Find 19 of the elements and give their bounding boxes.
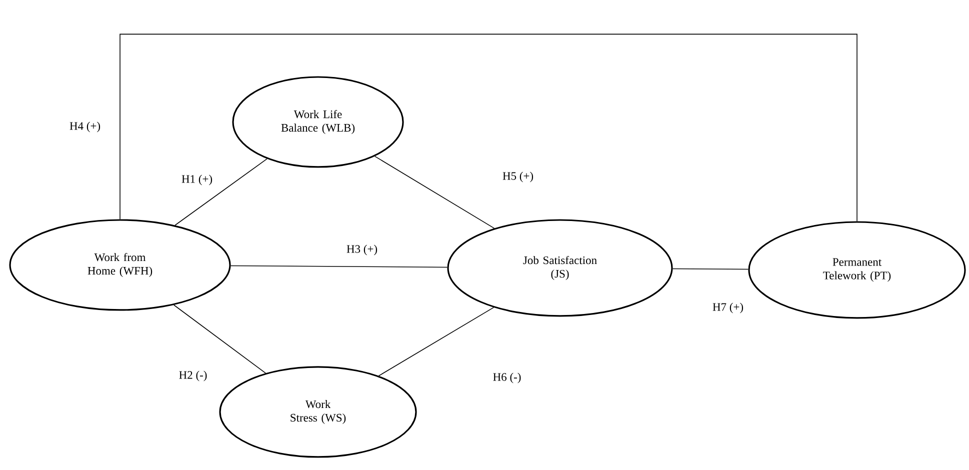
ellipse-node: Work from Home (WFH) — [9, 219, 231, 311]
edge-label: H6 (-) — [493, 372, 521, 384]
connector-line — [120, 34, 858, 222]
edge-label: H1 (+) — [182, 174, 212, 186]
edge-label: H4 (+) — [70, 122, 100, 132]
connector-line — [374, 156, 495, 229]
connector-line — [174, 158, 268, 226]
ellipse-node: Job Satisfaction (JS) — [447, 219, 673, 317]
edge-label: H7 (+) — [712, 302, 744, 314]
connector-line — [230, 265, 448, 268]
edge-label: H3 (+) — [346, 244, 378, 256]
connector-line — [378, 307, 494, 376]
connector-line — [174, 304, 266, 374]
edge-label: H5 (+) — [502, 172, 534, 182]
ellipse-node: Work Life Balance (WLB) — [232, 76, 404, 168]
edge-label: H2 (-) — [179, 370, 207, 382]
ellipse-node: Work Stress (WS) — [219, 366, 417, 458]
connector-line — [672, 268, 749, 270]
ellipse-node: Permanent Telework (PT) — [748, 221, 966, 319]
